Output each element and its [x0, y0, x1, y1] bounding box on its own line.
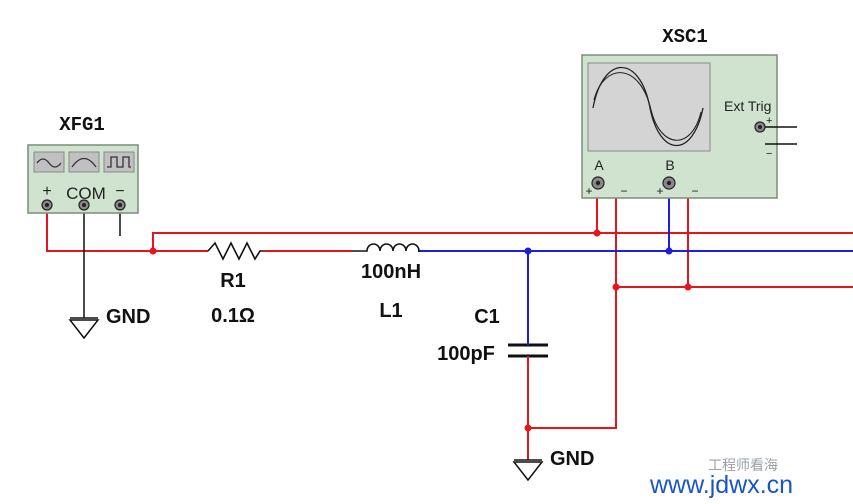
- channel-a-plus: +: [585, 184, 592, 198]
- channel-b-terminals[interactable]: + −: [656, 176, 699, 198]
- junction-dot: [524, 247, 532, 255]
- inductor-l1[interactable]: 100nH L1: [352, 243, 421, 322]
- red-net-wires: [46, 183, 853, 460]
- generator-terminals[interactable]: [41, 199, 126, 211]
- generator-com-label: COM: [66, 184, 106, 203]
- generator-minus-label: −: [115, 183, 124, 200]
- svg-text:−: −: [766, 148, 772, 160]
- oscilloscope-name: XSC1: [662, 26, 708, 48]
- square-wave-icon[interactable]: [103, 151, 135, 173]
- junction-dots: [149, 229, 692, 432]
- junction-dot: [149, 247, 157, 255]
- generator-name: XFG1: [59, 114, 105, 136]
- ground-symbol: GND: [512, 448, 594, 482]
- watermark: 工程师看海 www.jdwx.cn: [649, 458, 793, 499]
- ext-trig-terminal[interactable]: + −: [754, 115, 797, 160]
- junction-dot: [612, 283, 620, 291]
- junction-dot: [593, 229, 601, 237]
- watermark-url: www.jdwx.cn: [649, 471, 793, 499]
- oscilloscope[interactable]: XSC1 Ext Trig + − A B + − + −: [581, 26, 797, 199]
- l1-value: 100nH: [361, 261, 421, 283]
- c1-value: 100pF: [437, 343, 495, 365]
- sine-wave-icon[interactable]: [33, 151, 65, 173]
- oscilloscope-screen: [587, 62, 711, 152]
- gnd-label: GND: [106, 306, 150, 328]
- gnd-label: GND: [550, 448, 594, 470]
- junction-dot: [524, 424, 532, 432]
- ground-symbol: GND: [68, 306, 150, 340]
- channel-b-minus: −: [691, 184, 698, 198]
- l1-name: L1: [379, 300, 402, 322]
- channel-b-label: B: [665, 157, 674, 173]
- capacitor-c1[interactable]: C1 100pF: [437, 306, 548, 365]
- channel-a-minus: −: [620, 184, 627, 198]
- c1-name: C1: [474, 306, 500, 328]
- ext-trig-label: Ext Trig: [724, 98, 771, 114]
- channel-a-label: A: [594, 157, 604, 173]
- r1-value: 0.1Ω: [211, 305, 255, 327]
- generator-plus-label: +: [42, 183, 51, 200]
- junction-dot: [684, 283, 692, 291]
- junction-dot: [665, 247, 673, 255]
- channel-b-plus: +: [656, 184, 663, 198]
- waveform-trace: [593, 72, 702, 141]
- function-generator[interactable]: XFG1 + COM −: [27, 114, 139, 214]
- svg-text:+: +: [766, 115, 772, 127]
- black-wires: [83, 205, 121, 318]
- channel-a-terminals[interactable]: + −: [585, 176, 628, 198]
- resistor-r1[interactable]: R1 0.1Ω: [207, 241, 265, 327]
- r1-name: R1: [220, 270, 246, 292]
- triangle-wave-icon[interactable]: [68, 151, 100, 173]
- watermark-brand: 工程师看海: [708, 458, 778, 474]
